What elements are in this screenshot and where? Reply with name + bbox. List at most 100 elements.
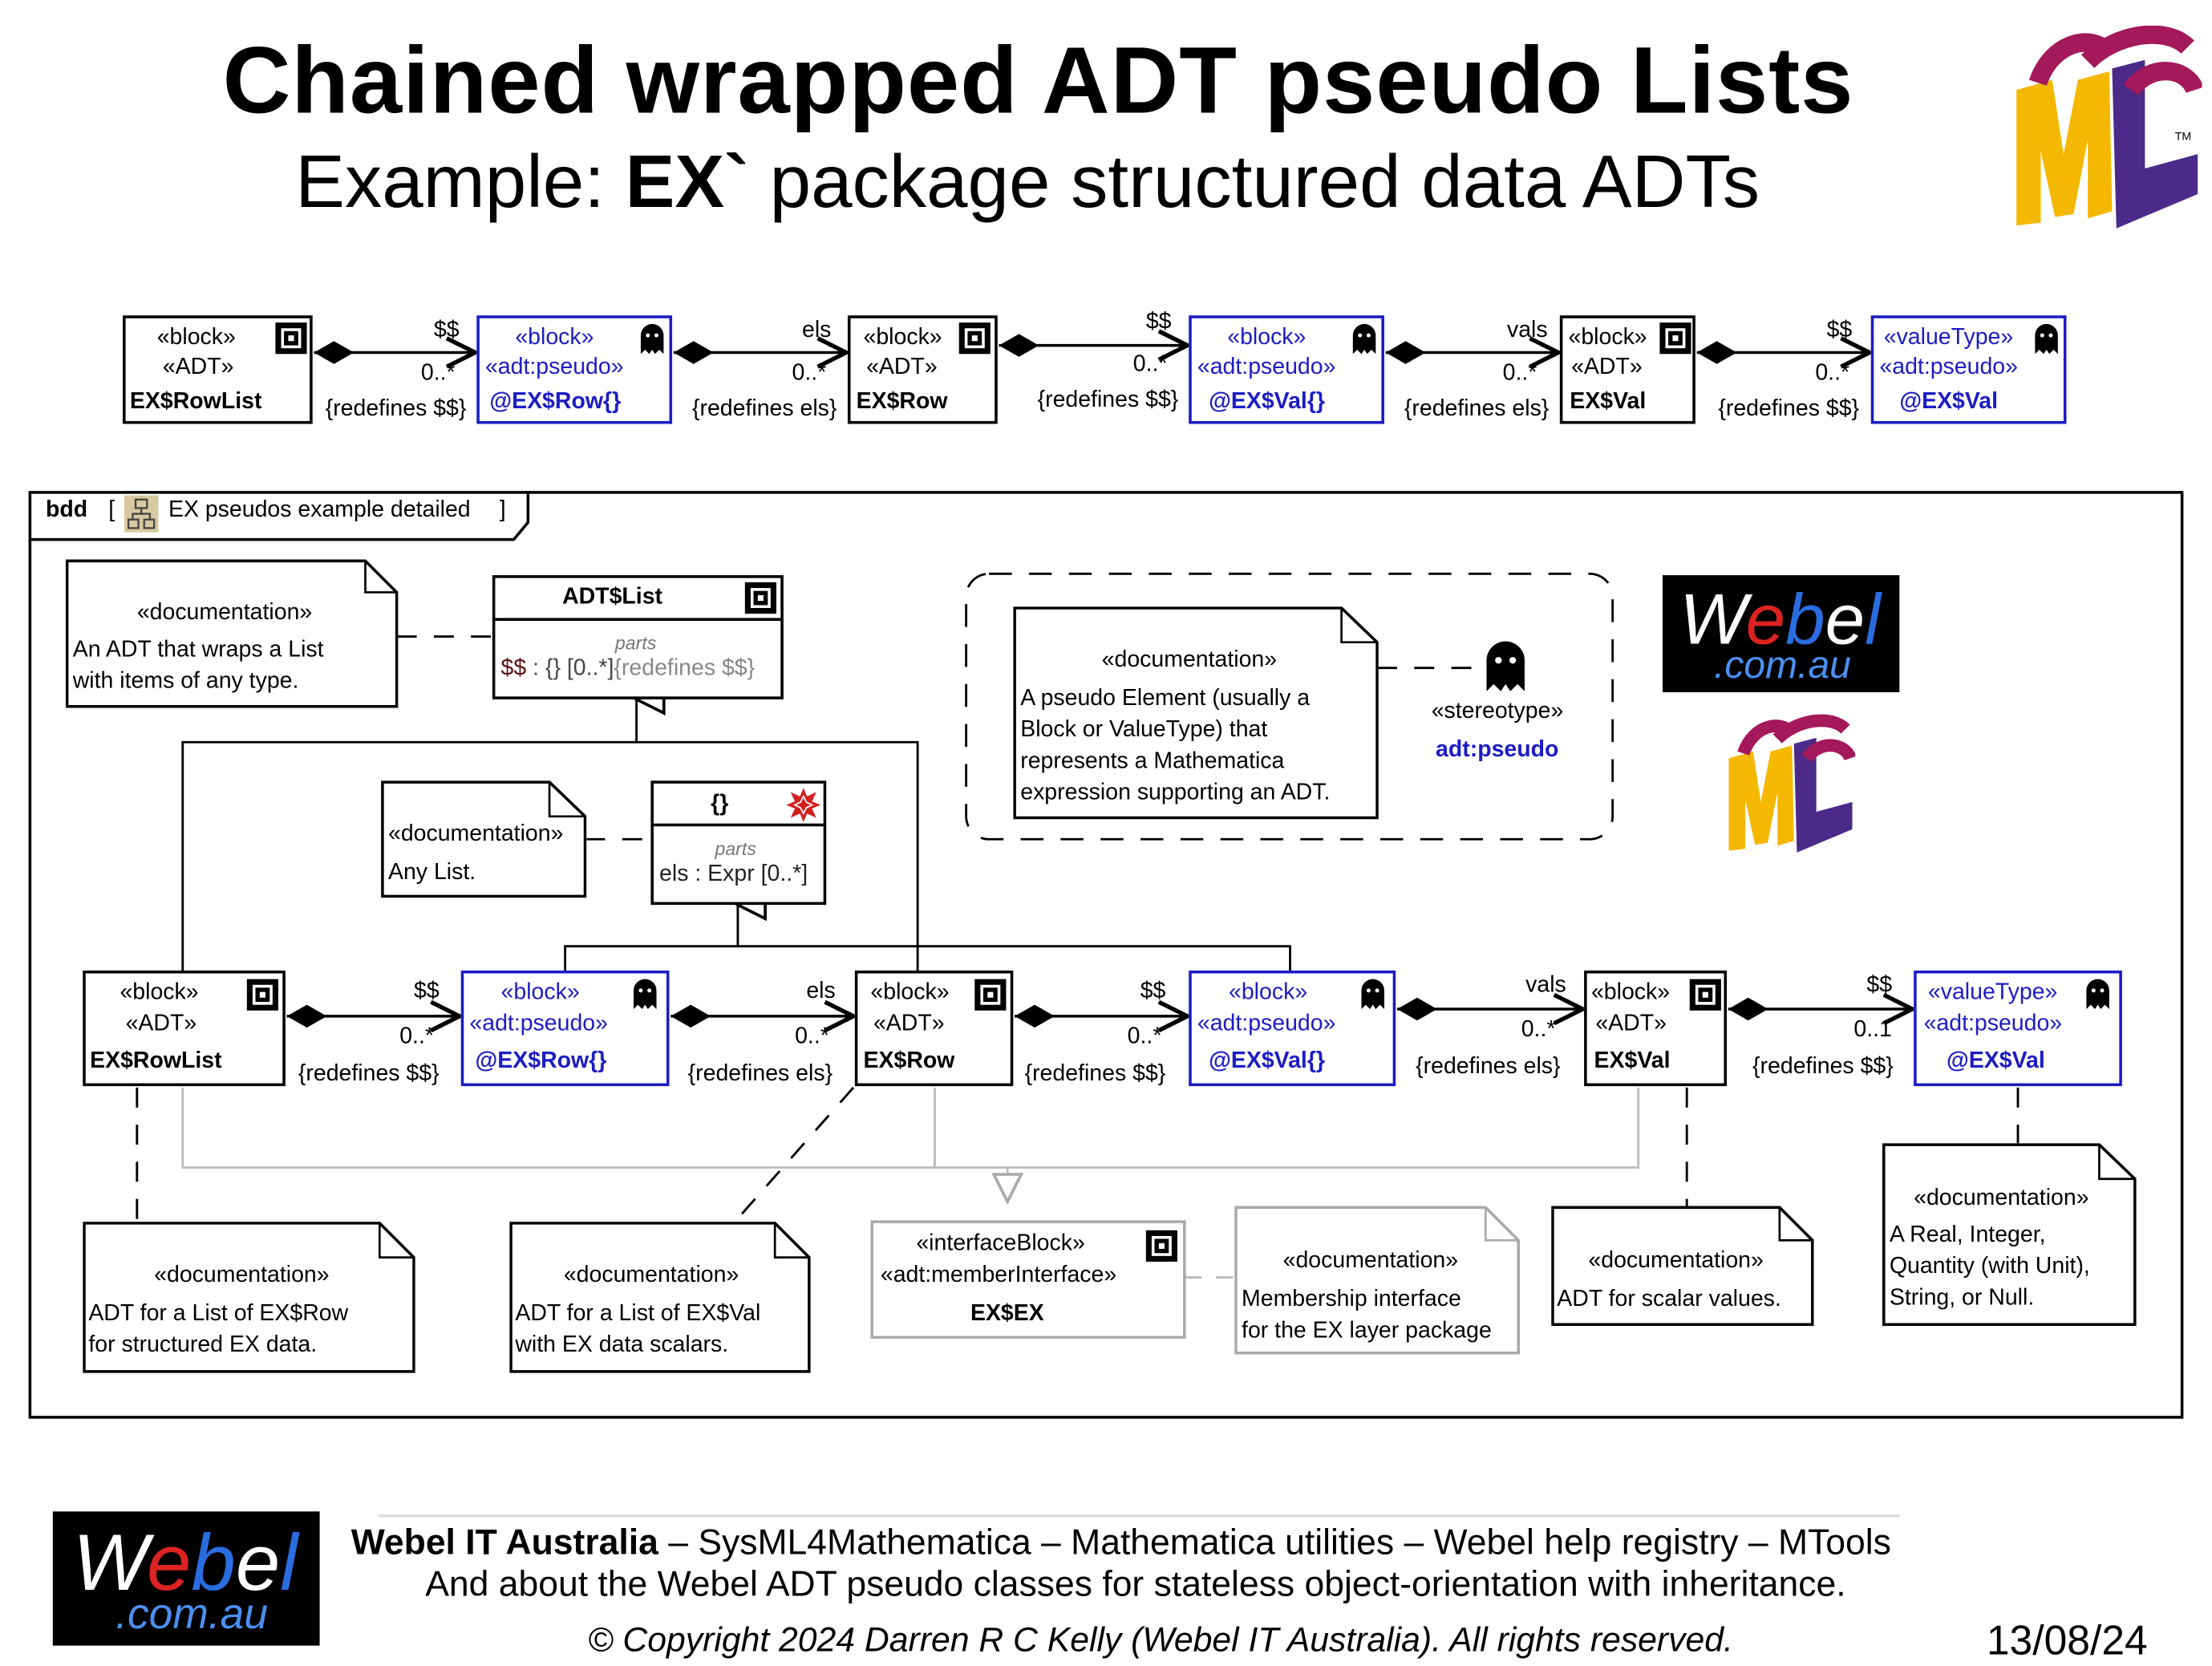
assoc-constraint: {redefines $$}	[325, 396, 467, 421]
assoc-multiplicity: 0..*	[792, 361, 827, 386]
stereotype-label: «interfaceBlock»	[916, 1231, 1085, 1256]
note-text: Block or ValueType) that	[1020, 718, 1268, 743]
ghost-icon	[640, 323, 664, 355]
assoc-role: $$	[414, 979, 440, 1003]
block-ex-row-pseudo[interactable]: «block» «adt:pseudo» @EX$Row{}	[460, 970, 670, 1087]
block-name: {}	[711, 792, 729, 817]
interface-block-ex-ex[interactable]: «interfaceBlock» «adt:memberInterface» E…	[870, 1220, 1186, 1340]
documentation-note-valuetype[interactable]: «documentation» A Real, Integer, Quantit…	[1882, 1143, 2137, 1327]
block-icon	[744, 582, 776, 614]
page-subtitle: Example: EX` package structured data ADT…	[0, 140, 2055, 225]
documentation-note-ex-val[interactable]: «documentation» ADT for scalar values.	[1551, 1206, 1814, 1327]
note-text: for structured EX data.	[88, 1332, 318, 1358]
note-text: represents a Mathematica	[1020, 749, 1285, 774]
block-name: @EX$Row{}	[489, 389, 622, 415]
stereotype-label: «block»	[156, 325, 236, 350]
note-shape	[65, 559, 399, 708]
assoc-multiplicity: 0..*	[795, 1024, 829, 1049]
top-block-ex-row[interactable]: «block» «ADT» EX$Row	[847, 315, 998, 424]
stereotype-name[interactable]: adt:pseudo	[1436, 737, 1559, 763]
stereotype-keyword: «stereotype»	[1431, 699, 1564, 724]
ghost-icon	[1486, 641, 1525, 691]
assoc-multiplicity: 0..*	[1521, 1017, 1556, 1042]
footer-link-list[interactable]: – SysML4Mathematica – Mathematica utilit…	[658, 1522, 1891, 1563]
part-property[interactable]: els : Expr [0..*]	[659, 861, 808, 886]
note-shape	[509, 1222, 811, 1373]
stereotype-label: «block»	[1227, 325, 1307, 350]
block-list[interactable]: {} parts els : Expr [0..*]	[650, 780, 827, 906]
documentation-note-interface[interactable]: «documentation» Membership interface for…	[1234, 1206, 1521, 1355]
note-anchor-5	[734, 1086, 855, 1223]
diagram-type-icon	[124, 495, 159, 533]
assoc-constraint: {redefines $$}	[298, 1061, 440, 1087]
footer-copyright: © Copyright 2024 Darren R C Kelly (Webel…	[588, 1621, 1733, 1660]
documentation-note-adt-list[interactable]: «documentation» An ADT that wraps a List…	[65, 559, 399, 708]
stereotype-group-boundary	[965, 572, 1614, 841]
assoc-role: els	[806, 979, 836, 1003]
documentation-note-any-list[interactable]: «documentation» Any List.	[381, 780, 587, 898]
footer-links: Webel IT Australia – SysML4Mathematica –…	[351, 1523, 1891, 1565]
block-ex-row[interactable]: «block» «ADT» EX$Row	[854, 970, 1014, 1087]
footer-org-link[interactable]: Webel IT Australia	[350, 1522, 658, 1563]
top-valuetype-ex-val-pseudo[interactable]: «valueType» «adt:pseudo» @EX$Val	[1870, 315, 2067, 424]
top-block-ex-val[interactable]: «block» «ADT» EX$Val	[1559, 315, 1695, 424]
assoc-constraint: {redefines $$}	[1037, 387, 1179, 413]
note-stereotype: «documentation»	[1588, 1248, 1764, 1274]
assoc-multiplicity: 0..*	[1132, 352, 1168, 377]
stereotype-label: «adt:pseudo»	[1197, 355, 1336, 380]
documentation-note-ex-rowlist[interactable]: «documentation» ADT for a List of EX$Row…	[83, 1222, 415, 1373]
note-text: ADT for scalar values.	[1557, 1287, 1781, 1312]
stereotype-label: «ADT»	[1595, 1011, 1667, 1036]
block-name: @EX$Val{}	[1209, 1048, 1326, 1074]
compartment-label: parts	[614, 632, 657, 654]
sysml-logo-small	[1728, 714, 1856, 853]
block-name: EX$Val	[1594, 1048, 1671, 1074]
stereotype-label: «ADT»	[125, 1011, 197, 1036]
block-name: EX$RowList	[129, 389, 262, 415]
assoc-constraint: {redefines els}	[1416, 1054, 1561, 1080]
valuetype-ex-val-pseudo[interactable]: «valueType» «adt:pseudo» @EX$Val	[1914, 970, 2122, 1087]
assoc-constraint: {redefines els}	[687, 1061, 833, 1087]
block-icon	[974, 979, 1007, 1011]
footer-divider	[378, 1514, 1900, 1518]
top-block-ex-val-pseudo[interactable]: «block» «adt:pseudo» @EX$Val{}	[1189, 315, 1384, 424]
block-adt-list[interactable]: ADT$List parts $$ : {} [0..*]{redefines …	[492, 575, 784, 699]
part-property[interactable]: $$ : {} [0..*]{redefines $$}	[501, 657, 756, 683]
block-name: @EX$Row{}	[475, 1048, 607, 1074]
interface-link-lines	[181, 1087, 1640, 1169]
note-shape	[83, 1222, 415, 1373]
top-block-ex-row-pseudo[interactable]: «block» «adt:pseudo» @EX$Row{}	[476, 315, 673, 424]
note-text: String, or Null.	[1889, 1286, 2035, 1311]
subtitle-prefix: Example:	[295, 141, 626, 225]
top-block-ex-rowlist[interactable]: «block» «ADT» EX$RowList	[123, 315, 313, 424]
stereotype-label: «block»	[500, 980, 580, 1005]
footer-about: And about the Webel ADT pseudo classes f…	[425, 1564, 1846, 1604]
assoc-multiplicity: 0..*	[1127, 1024, 1162, 1049]
block-icon	[246, 979, 278, 1011]
note-text: Membership interface	[1242, 1287, 1461, 1312]
assoc-role: vals	[1506, 318, 1548, 343]
block-icon	[1689, 979, 1721, 1011]
note-stereotype: «documentation»	[136, 601, 313, 626]
documentation-note-ex-row[interactable]: «documentation» ADT for a List of EX$Val…	[509, 1222, 811, 1373]
note-text: with items of any type.	[72, 669, 299, 694]
note-text: for the EX layer package	[1242, 1319, 1492, 1344]
assoc-multiplicity: 0..1	[1853, 1017, 1892, 1042]
block-ex-val[interactable]: «block» «ADT» EX$Val	[1584, 970, 1728, 1087]
block-ex-val-pseudo[interactable]: «block» «adt:pseudo» @EX$Val{}	[1189, 970, 1396, 1087]
svg-text:TM: TM	[2175, 130, 2192, 143]
stereotype-label: «adt:memberInterface»	[880, 1263, 1117, 1287]
documentation-note-pseudo[interactable]: «documentation» A pseudo Element (usuall…	[1013, 606, 1379, 820]
diagram-name: EX pseudos example detailed	[168, 497, 471, 523]
footer-webel-logo[interactable]: Webel .com.au	[52, 1511, 320, 1646]
wolfram-icon	[786, 788, 821, 822]
block-ex-rowlist[interactable]: «block» «ADT» EX$RowList	[83, 970, 286, 1087]
stereotype-label: «block»	[870, 980, 950, 1005]
note-shape	[1551, 1206, 1814, 1327]
webel-logo-text: Webel	[1679, 579, 1881, 660]
assoc-constraint: {redefines els}	[1404, 396, 1550, 421]
assoc-role: els	[801, 318, 832, 343]
ghost-icon	[1352, 323, 1376, 355]
part-constraint: {redefines $$}	[614, 656, 756, 681]
